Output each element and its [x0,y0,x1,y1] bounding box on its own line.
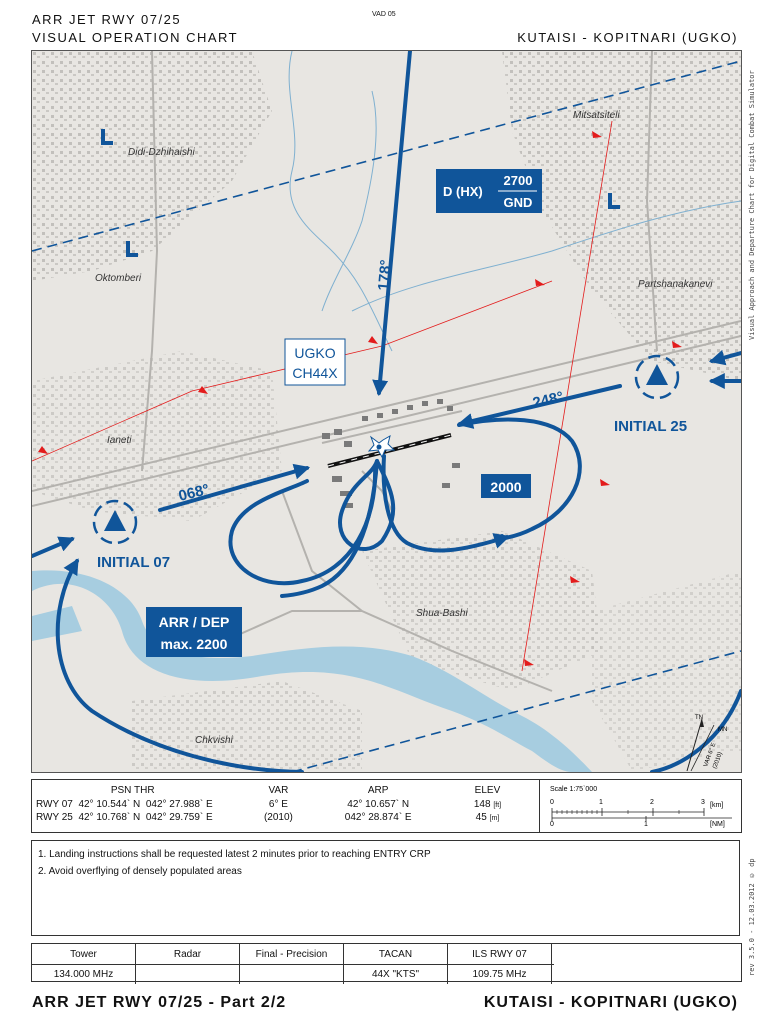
station-id: UGKO [294,345,335,361]
nm-tick-0: 0 [550,821,554,828]
col-elev: ELEV [474,784,501,796]
thr-lat: 42° 10.544` N [78,799,141,810]
initial-07-label: INITIAL 07 [97,554,170,571]
initial-25-label: INITIAL 25 [614,418,687,435]
town-partshanakanevi: Partshanakanevi [638,279,713,290]
station-channel: CH44X [292,365,338,381]
town-chkvishi: Chkvishi [195,735,234,746]
map-area[interactable]: Didi-Dzhihaishi Oktomberi Ianeti Chkvish… [31,50,742,773]
freq-header-final: Final - Precision [239,944,344,965]
arrdep-line2: max. 2200 [161,636,228,652]
initial-07-icon [92,499,138,545]
elev-value: 45 [475,812,487,823]
km-tick-2: 2 [650,799,654,806]
traffic-pattern [32,51,741,772]
course-178: 178° [375,259,395,291]
note-2: 2. Avoid overflying of densely populated… [38,866,242,877]
scale-title: Scale 1:75`000 [550,786,597,793]
initial-25-icon [634,354,680,400]
elev-value: 148 [473,799,491,810]
km-tick-1: 1 [599,799,603,806]
info-panel: PSN THR VAR ARP ELEV RWY 07 42° 10.544` … [31,779,742,833]
thr-lon: 042° 27.988` E [145,799,213,810]
rwy-id: RWY 25 [36,812,73,823]
footer-airport: KUTAISI - KOPITNARI (UGKO) [483,994,738,1011]
km-tick-3: 3 [701,799,705,806]
station-label: UGKO CH44X [284,338,346,386]
side-text-bottom: rev 3.5.0 - 12.03.2012 © dp [748,858,756,976]
reporting-flags [38,131,682,666]
airspace-label: D (HX) 2700 GND [436,169,542,213]
town-didi: Didi-Dzhihaishi [128,147,195,158]
airspace-upper: 2700 [504,173,533,188]
freq-final [239,964,344,984]
arp-value: 42° 10.657` N [347,799,410,810]
col-arp: ARP [367,784,389,796]
altitude-2000-text: 2000 [490,479,521,495]
freq-tower: 134.000 MHz [53,969,114,980]
rwy-id: RWY 07 [36,799,73,810]
north-mn: MN [718,727,727,733]
north-arrow-icon [686,718,715,772]
roads [32,51,741,692]
chart-title: ARR JET RWY 07/25 [32,12,182,27]
freq-header-radar: Radar [135,944,240,965]
notes-panel: 1. Landing instructions shall be request… [31,840,740,936]
scale-bar: Scale 1:75`000 0 1 2 3 [km] 0 1 [NM] [550,786,732,828]
chart-subtitle: VISUAL OPERATION CHART [32,30,239,45]
frequencies-panel: Tower Radar Final - Precision TACAN ILS … [31,943,742,984]
freq-header-tacan: TACAN [343,944,448,965]
km-tick-0: 0 [550,799,554,806]
freq-header-tower: Tower [32,944,136,965]
table-row: RWY 25 42° 10.768` N 042° 29.759` E (201… [32,811,542,824]
tacan-station-icon [367,434,396,459]
arrdep-line1: ARR / DEP [159,614,230,630]
arp-value: 042° 28.874` E [344,812,412,823]
var-value: (2010) [263,812,293,823]
note-1: 1. Landing instructions shall be request… [38,849,431,860]
col-psn-thr: PSN THR [110,784,155,796]
town-ianeti: Ianeti [107,435,132,446]
landing-site-icons [101,129,620,257]
north-tn: TN [695,715,703,721]
airport-name-header: KUTAISI - KOPITNARI (UGKO) [517,30,738,45]
airspace-prefix: D (HX) [443,184,483,199]
elev-unit: [m] [489,815,500,822]
col-var: VAR [268,784,289,796]
side-text-top: Visual Approach and Departure Chart for … [748,70,756,340]
arrdep-label: ARR / DEP max. 2200 [146,607,242,657]
thr-lat: 42° 10.768` N [78,812,141,823]
altitude-2000-label: 2000 [481,474,531,498]
nm-tick-1: 1 [644,821,648,828]
town-oktomberi: Oktomberi [95,273,142,284]
town-shua: Shua-Bashi [416,608,468,619]
var-value: 6° E [268,799,288,810]
freq-header-ils: ILS RWY 07 [447,944,552,965]
thr-lon: 042° 29.759` E [145,812,213,823]
settlements [32,51,741,772]
km-unit: [km] [710,802,723,809]
table-row: RWY 07 42° 10.544` N 042° 27.988` E 6° E… [32,798,542,811]
freq-radar [135,964,240,984]
airspace-boundary [32,60,741,772]
chart-code: VAD 05 [372,11,396,18]
divider [539,780,540,832]
footer-title: ARR JET RWY 07/25 - Part 2/2 [32,994,287,1011]
freq-ils: 109.75 MHz [447,964,552,984]
course-248: 248° [531,388,565,412]
freq-tacan: 44X "KTS" [343,964,448,984]
town-mitsatsiteli: Mitsatsiteli [573,110,620,121]
nm-unit: [NM] [710,821,725,828]
airspace-lower: GND [504,195,533,210]
elev-unit: [ft] [493,802,502,809]
north-year: (2010) [712,751,724,769]
